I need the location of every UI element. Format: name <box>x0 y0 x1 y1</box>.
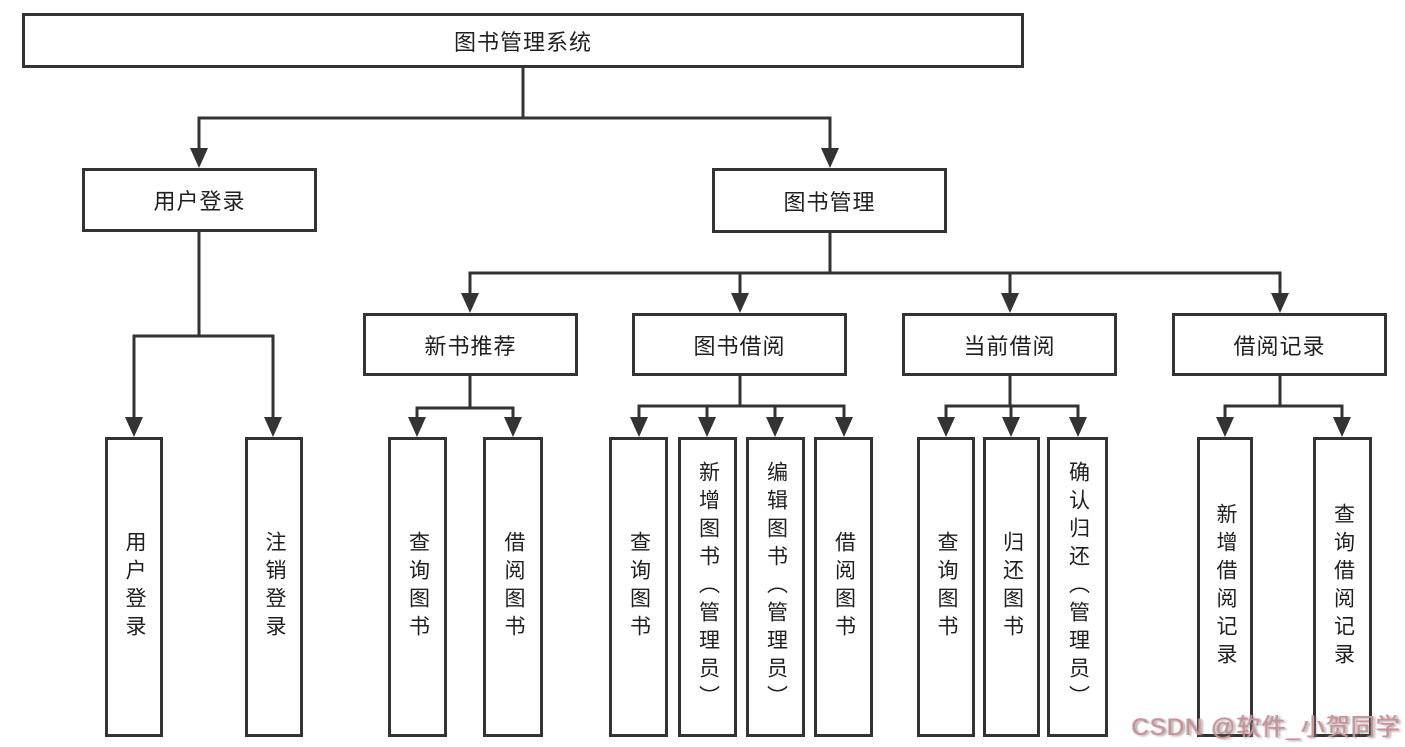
leaf-label: 借阅图书 <box>502 531 525 643</box>
node-book-borrow: 图书借阅 <box>632 313 847 376</box>
csdn-watermark: CSDN @软件_小贺同学 <box>1131 714 1401 741</box>
node-label: 用户登录 <box>153 189 246 214</box>
leaf-confirm-return-admin: 确认归还（管理员） <box>1047 437 1108 737</box>
node-borrow-records: 借阅记录 <box>1172 313 1387 376</box>
node-system-root: 图书管理系统 <box>22 13 1024 68</box>
arrowhead-icons <box>125 148 1351 437</box>
node-book-management: 图书管理 <box>712 168 947 233</box>
leaf-add-borrow-record: 新增借阅记录 <box>1197 437 1253 737</box>
leaf-query-borrow-record: 查询借阅记录 <box>1313 437 1372 737</box>
node-new-book-recommend: 新书推荐 <box>363 313 578 376</box>
node-label: 图书管理系统 <box>453 29 592 55</box>
leaf-label: 新增图书（管理员） <box>696 461 720 713</box>
node-current-borrow: 当前借阅 <box>902 313 1117 376</box>
node-label: 图书管理 <box>783 189 876 215</box>
node-label: 当前借阅 <box>963 333 1056 359</box>
leaf-borrow-books: 借阅图书 <box>483 437 543 737</box>
leaf-query-books: 查询图书 <box>917 437 975 737</box>
leaf-add-books-admin: 新增图书（管理员） <box>678 437 737 737</box>
leaf-return-books: 归还图书 <box>983 437 1040 737</box>
leaf-label: 编辑图书（管理员） <box>764 461 788 713</box>
leaf-query-books: 查询图书 <box>609 437 668 737</box>
leaf-label: 新增借阅记录 <box>1214 503 1237 671</box>
node-label: 新书推荐 <box>424 333 517 359</box>
node-label: 借阅记录 <box>1233 333 1326 359</box>
leaf-label: 查询图书 <box>627 531 651 643</box>
leaf-edit-books-admin: 编辑图书（管理员） <box>746 437 805 737</box>
leaf-label: 查询图书 <box>406 531 430 643</box>
leaf-label: 注销登录 <box>263 531 286 643</box>
leaf-label: 借阅图书 <box>832 531 856 643</box>
leaf-label: 查询借阅记录 <box>1331 503 1355 671</box>
leaf-label: 确认归还（管理员） <box>1066 461 1090 713</box>
leaf-logout: 注销登录 <box>245 437 303 737</box>
leaf-label: 归还图书 <box>1000 531 1024 643</box>
leaf-label: 查询图书 <box>935 531 958 643</box>
leaf-borrow-books: 借阅图书 <box>814 437 873 737</box>
node-label: 图书借阅 <box>693 333 786 359</box>
leaf-label: 用户登录 <box>123 531 146 643</box>
node-user-login: 用户登录 <box>82 168 317 232</box>
leaf-query-books: 查询图书 <box>388 437 447 737</box>
leaf-user-login: 用户登录 <box>105 437 163 737</box>
